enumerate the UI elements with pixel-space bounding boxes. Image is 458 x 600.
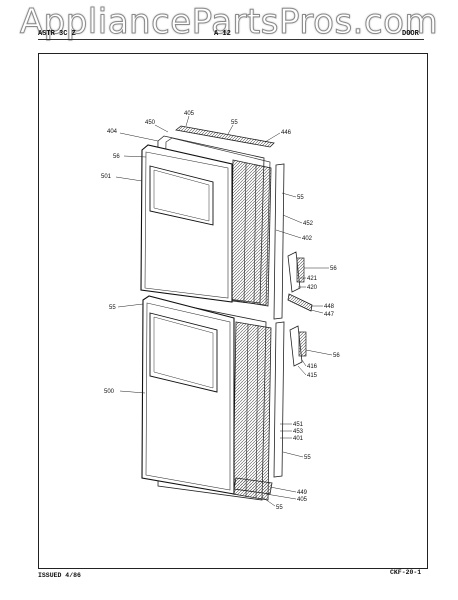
leader-lines bbox=[115, 115, 333, 507]
middle-trim-piece bbox=[287, 293, 313, 312]
label-446: 446 bbox=[281, 130, 292, 136]
header-model-center: A 12 bbox=[214, 30, 231, 38]
label-453: 453 bbox=[293, 429, 304, 435]
label-55-lower-side: 55 bbox=[304, 455, 311, 461]
label-500: 500 bbox=[104, 389, 115, 395]
lower-side-strip bbox=[273, 321, 285, 478]
label-55-bottom: 55 bbox=[276, 505, 283, 511]
header-model-left: ASTR 3C Z bbox=[38, 30, 76, 38]
footer-code: CKF-20-1 bbox=[390, 569, 422, 576]
header-rule bbox=[38, 39, 424, 40]
label-449: 449 bbox=[297, 490, 308, 496]
label-415: 415 bbox=[307, 373, 318, 379]
footer-issued: ISSUED 4/86 bbox=[38, 572, 81, 579]
label-405-bottom: 405 bbox=[297, 497, 308, 503]
top-trim-strip bbox=[175, 125, 275, 148]
label-56-lower-handle: 56 bbox=[333, 353, 340, 359]
label-420: 420 bbox=[307, 285, 318, 291]
header-section-title: DOOR bbox=[402, 30, 419, 38]
label-405-top: 405 bbox=[184, 111, 195, 117]
upper-door-panel bbox=[140, 144, 233, 303]
upper-side-strip bbox=[273, 163, 285, 320]
label-56-upper-handle: 56 bbox=[330, 266, 337, 272]
label-404: 404 bbox=[107, 129, 118, 135]
label-55-top: 55 bbox=[231, 120, 238, 126]
label-447: 447 bbox=[324, 312, 335, 318]
label-450: 450 bbox=[145, 120, 156, 126]
label-448: 448 bbox=[324, 304, 335, 310]
label-416: 416 bbox=[307, 364, 318, 370]
diagram-frame bbox=[38, 53, 428, 569]
label-55-upper-side: 55 bbox=[297, 195, 304, 201]
label-401: 401 bbox=[293, 436, 304, 442]
label-421: 421 bbox=[307, 276, 318, 282]
label-402: 402 bbox=[302, 236, 313, 242]
label-56-upper-left: 56 bbox=[113, 154, 120, 160]
label-451: 451 bbox=[293, 422, 304, 428]
bottom-trim-strip bbox=[233, 477, 273, 495]
upper-handle bbox=[287, 251, 305, 293]
lower-door-panel bbox=[141, 295, 235, 495]
lower-handle bbox=[289, 325, 307, 367]
label-452: 452 bbox=[303, 221, 314, 227]
label-55-middle: 55 bbox=[109, 305, 116, 311]
label-501: 501 bbox=[101, 174, 112, 180]
watermark-text: AppliancePartsPros.com bbox=[19, 2, 439, 43]
